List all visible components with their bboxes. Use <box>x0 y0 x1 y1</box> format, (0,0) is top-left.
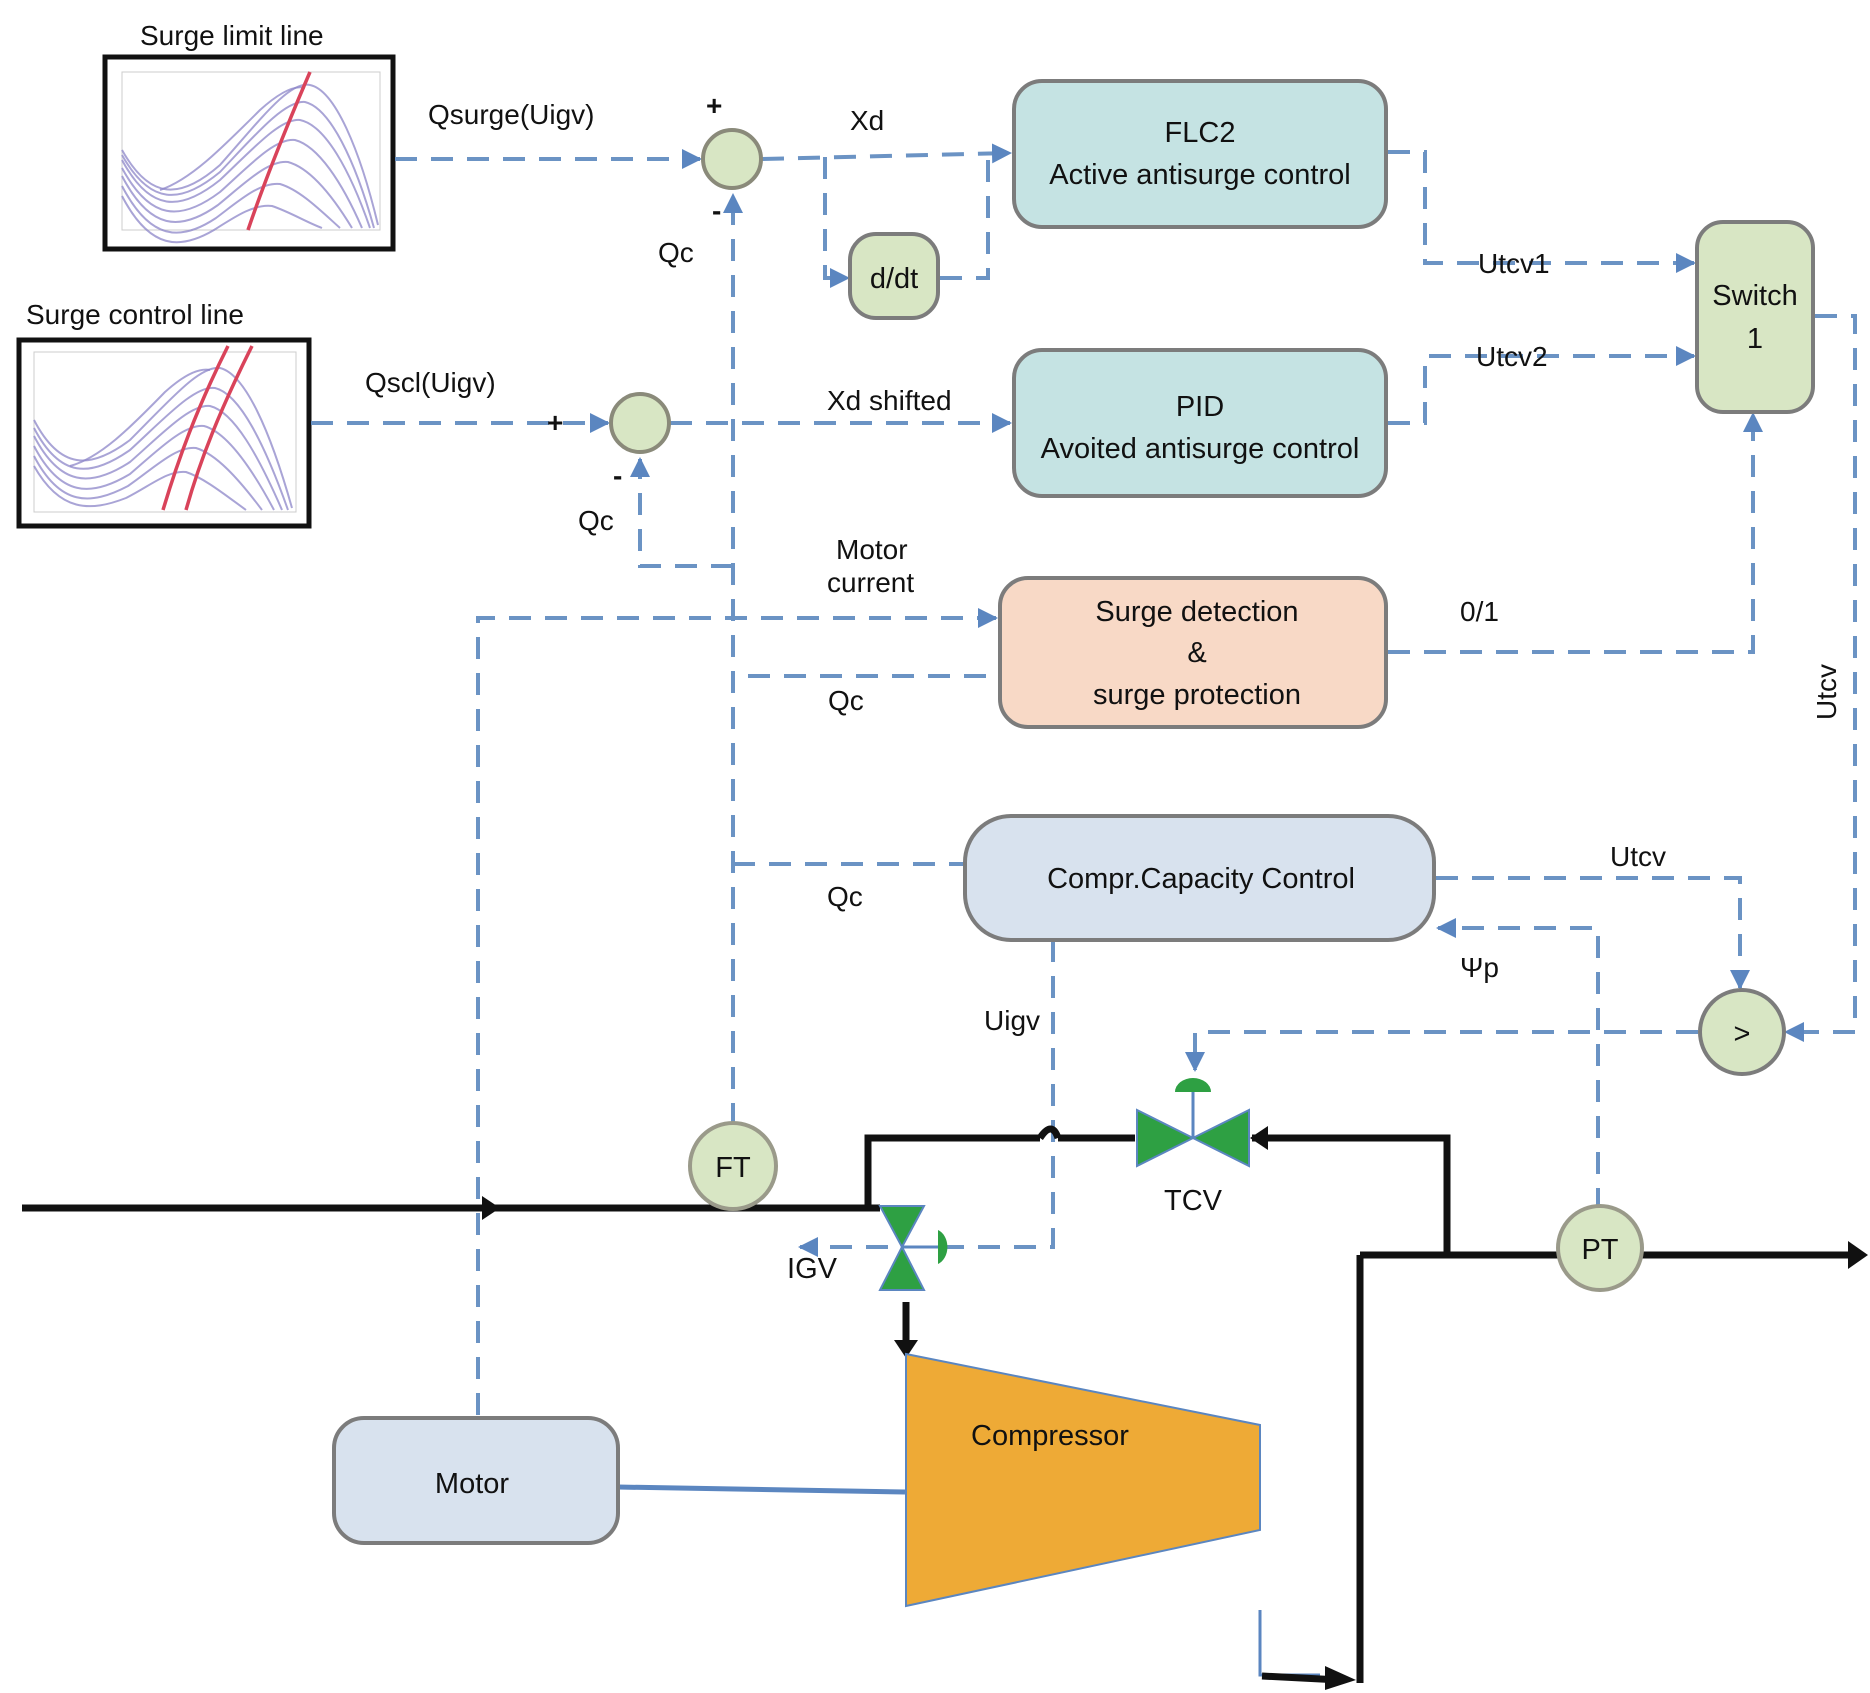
recycle-pipe-right <box>1252 1134 1451 1255</box>
comparator-node[interactable]: > <box>1698 988 1786 1076</box>
minus-sign: - <box>712 195 721 226</box>
motor-current-signal <box>476 608 998 1415</box>
process-pipes <box>22 1125 1868 1690</box>
plus-sign: + <box>706 90 722 121</box>
signal-labels: Qsurge(Uigv) Qscl(Uigv) Xd Xd shifted Qc… <box>365 99 1842 1036</box>
motor-current-label-1: Motor <box>836 534 908 565</box>
tcv-label: TCV <box>1164 1185 1223 1217</box>
compressor[interactable]: Compressor <box>905 1352 1261 1608</box>
flc2-title: FLC2 <box>1165 117 1236 149</box>
signal-lines <box>311 143 1857 1495</box>
sum-junction-top: + - <box>701 90 763 226</box>
plus-sign: + <box>547 407 563 438</box>
uigv-signal <box>945 940 1055 1249</box>
utcv-vertical-label: Utcv <box>1811 664 1842 720</box>
switch-label: Switch <box>1712 280 1797 312</box>
xd-signal <box>761 143 1012 164</box>
capacity-control-block[interactable]: Compr.Capacity Control <box>963 814 1436 942</box>
derivative-block[interactable]: d/dt <box>848 232 940 320</box>
inlet-arrow <box>482 1196 500 1220</box>
xd-label: Xd <box>850 105 884 136</box>
motor-label: Motor <box>435 1468 509 1500</box>
utcv2-signal <box>1388 346 1696 425</box>
xd-to-ddt-signal <box>823 157 850 288</box>
qc-label-ccc: Qc <box>827 881 863 912</box>
derivative-label: d/dt <box>870 263 918 295</box>
utcv-switch-signal <box>1784 314 1857 1042</box>
comparator-label: > <box>1734 1018 1751 1050</box>
zero-one-label: 0/1 <box>1460 596 1499 627</box>
qc-to-sum2-signal <box>630 457 733 568</box>
qc-label-surge: Qc <box>828 685 864 716</box>
switch-block[interactable]: Switch 1 <box>1695 220 1815 414</box>
surge-control-chart: Surge control line <box>16 299 312 529</box>
pid-subtitle: Avoited antisurge control <box>1041 433 1360 465</box>
xd-shifted-label: Xd shifted <box>827 385 952 416</box>
surge-limit-curves <box>121 71 379 244</box>
surge-detection-line1: Surge detection <box>1095 596 1298 628</box>
igv-label: IGV <box>787 1253 838 1285</box>
zero-one-signal <box>1388 412 1763 654</box>
utcv2-label: Utcv2 <box>1476 341 1548 372</box>
motor-current-label-2: current <box>827 567 914 598</box>
utcv-ccc-label: Utcv <box>1610 841 1666 872</box>
qc-label-mid: Qc <box>578 505 614 536</box>
pid-title: PID <box>1176 391 1224 423</box>
minus-sign: - <box>613 460 622 491</box>
utcv1-signal <box>1388 150 1696 273</box>
motor-block[interactable]: Motor <box>332 1416 620 1545</box>
pid-block[interactable]: PID Avoited antisurge control <box>1012 348 1388 498</box>
surge-limit-chart: Surge limit line <box>102 20 396 252</box>
compressor-label: Compressor <box>971 1420 1129 1452</box>
surge-detection-block[interactable]: Surge detection & surge protection <box>998 576 1388 729</box>
surge-detection-line2: & <box>1187 637 1206 669</box>
qc-label-top: Qc <box>658 237 694 268</box>
ddt-to-flc2-signal <box>940 153 990 280</box>
switch-number: 1 <box>1747 323 1763 355</box>
utcv1-label: Utcv1 <box>1478 248 1550 279</box>
uigv-label: Uigv <box>984 1005 1040 1036</box>
flc2-subtitle: Active antisurge control <box>1049 159 1350 191</box>
surge-control-frame <box>16 337 312 529</box>
tcv-valve[interactable]: TCV <box>1136 1078 1250 1217</box>
comparator-to-tcv-signal <box>1185 1030 1698 1072</box>
surge-control-title: Surge control line <box>26 299 244 330</box>
igv-valve[interactable]: IGV <box>787 1205 948 1291</box>
utcv-ccc-signal <box>1436 876 1750 990</box>
qsurge-label: Qsurge(Uigv) <box>428 99 594 130</box>
flow-transmitter[interactable]: FT <box>688 1121 778 1211</box>
pt-label: PT <box>1581 1234 1618 1266</box>
psi-p-label: Ψp <box>1460 952 1499 983</box>
pressure-transmitter[interactable]: PT <box>1556 1204 1644 1292</box>
capacity-control-label: Compr.Capacity Control <box>1047 863 1355 895</box>
recycle-pipe-left <box>864 1134 1040 1208</box>
surge-limit-title: Surge limit line <box>140 20 324 51</box>
motor-shaft <box>617 1484 906 1495</box>
qscl-label: Qscl(Uigv) <box>365 367 496 398</box>
flc2-block[interactable]: FLC2 Active antisurge control <box>1012 79 1388 229</box>
surge-detection-line3: surge protection <box>1093 679 1301 711</box>
psi-p-signal <box>1436 918 1600 1210</box>
sum-junction-mid: + - <box>547 392 671 491</box>
surge-control-curves <box>33 345 293 511</box>
ft-label: FT <box>715 1152 751 1184</box>
